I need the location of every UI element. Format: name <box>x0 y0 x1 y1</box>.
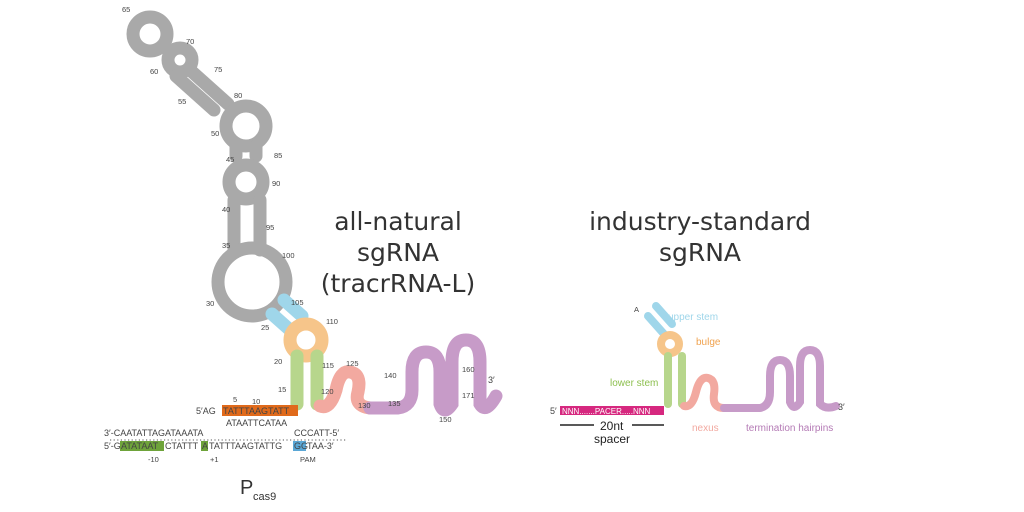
pam-label: PAM <box>300 455 316 464</box>
promoter-label: P <box>240 477 253 499</box>
right-green-stem <box>664 352 686 408</box>
spacer-bar <box>560 406 664 415</box>
num-95: 95 <box>266 223 274 232</box>
plus1-box <box>201 441 208 451</box>
bottom-strand-5: TAA-3′ <box>307 441 334 451</box>
num-35: 35 <box>222 241 230 250</box>
num-80: 80 <box>234 91 242 100</box>
top-strand-start: 5′AG <box>196 406 216 416</box>
green-stem <box>290 349 324 411</box>
num-110: 110 <box>326 317 338 326</box>
left-title: all-natural sgRNA (tracrRNA-L) <box>318 206 478 299</box>
num-70: 70 <box>186 37 194 46</box>
minus10-box <box>120 441 164 451</box>
label-nexus: nexus <box>692 423 719 434</box>
left-title-line-3: (tracrRNA-L) <box>320 269 476 298</box>
purple-hairpins <box>363 333 503 417</box>
num-30: 30 <box>206 299 214 308</box>
num-55: 55 <box>178 97 186 106</box>
num-135: 135 <box>388 399 401 408</box>
num-160: 160 <box>462 365 475 374</box>
num-120: 120 <box>321 387 334 396</box>
minus10-label: -10 <box>148 455 159 464</box>
num-50: 50 <box>211 129 219 138</box>
promoter-sub: cas9 <box>253 491 276 503</box>
label-lower-stem: lower stem <box>610 378 658 389</box>
promoter-dna: 5′AG TATTTAAGTATT ATAATTCATAA CCCATT-5′ … <box>104 405 346 503</box>
top-strand-right: CCCATT-5′ <box>294 428 339 438</box>
spacer-len-label: 20nt <box>600 419 624 433</box>
right-blue-stem <box>644 302 676 338</box>
right-three-prime: 3′ <box>838 402 845 412</box>
left-title-line-1: all-natural <box>334 207 462 236</box>
bottom-box-3: GG <box>294 441 308 451</box>
right-title-line-2: sgRNA <box>658 238 742 267</box>
gray-stem-loop <box>126 10 293 323</box>
num-85: 85 <box>274 151 282 160</box>
num-100: 100 <box>282 251 295 260</box>
orange-bulge <box>283 317 329 363</box>
num-75: 75 <box>214 65 222 74</box>
bottom-strand-2: 5′-GT <box>104 441 127 451</box>
label-upper-stem: upper stem <box>668 312 718 323</box>
num-105: 105 <box>291 298 304 307</box>
num-25: 25 <box>261 323 269 332</box>
bottom-box-1: ATATAAT <box>121 441 159 451</box>
num-40: 40 <box>222 205 230 214</box>
bottom-strand-4: TATTTAAGTATTG <box>209 441 282 451</box>
label-termination: termination hairpins <box>746 423 833 434</box>
num-140: 140 <box>384 371 397 380</box>
num-125: 125 <box>346 359 359 368</box>
bottom-strand-3: CTATTT <box>165 441 199 451</box>
num-5: 5 <box>233 395 237 404</box>
plus1-label: +1 <box>210 455 219 464</box>
right-orange-bulge <box>657 331 683 357</box>
num-65: 65 <box>122 5 130 14</box>
num-130: 130 <box>358 401 371 410</box>
num-60: 60 <box>150 67 158 76</box>
spacer-seq: NNN.......PACER.....NNN <box>562 407 651 416</box>
right-five-prime: 5′ <box>550 406 557 416</box>
num-150: 150 <box>439 415 452 424</box>
num-10: 10 <box>252 397 260 406</box>
top-strand-mid: ATAATTCATAA <box>226 418 287 428</box>
left-title-line-2: sgRNA <box>356 238 440 267</box>
bottom-strand-1: 3′-CAATATTAGATAAATA <box>104 428 203 438</box>
num-45: 45 <box>226 155 234 164</box>
right-structure: 5′ NNN.......PACER.....NNN 20nt spacer A… <box>550 302 845 446</box>
num-15: 15 <box>278 385 286 394</box>
bottom-box-2: A <box>202 441 208 451</box>
left-three-prime: 3′ <box>488 375 495 385</box>
loop-letters: A <box>634 305 639 314</box>
num-20: 20 <box>274 357 282 366</box>
salmon-nexus <box>313 365 377 415</box>
num-90: 90 <box>272 179 280 188</box>
pam-box <box>293 441 306 451</box>
position-numbers: 65 70 60 75 55 80 50 85 45 90 40 95 35 1… <box>122 5 495 424</box>
spacer-label: spacer <box>594 432 630 446</box>
top-strand-box <box>222 405 298 416</box>
top-strand-seq: TATTTAAGTATT <box>223 406 290 416</box>
right-title-line-1: industry-standard <box>589 207 811 236</box>
label-bulge: bulge <box>696 337 721 348</box>
right-salmon-nexus <box>680 373 728 412</box>
right-title: industry-standard sgRNA <box>580 206 820 268</box>
blue-stem <box>265 293 309 337</box>
num-115: 115 <box>322 361 334 370</box>
right-purple-hairpins <box>720 345 840 412</box>
num-171: 171 <box>462 391 475 400</box>
left-structure: 65 70 60 75 55 80 50 85 45 90 40 95 35 1… <box>104 5 503 503</box>
